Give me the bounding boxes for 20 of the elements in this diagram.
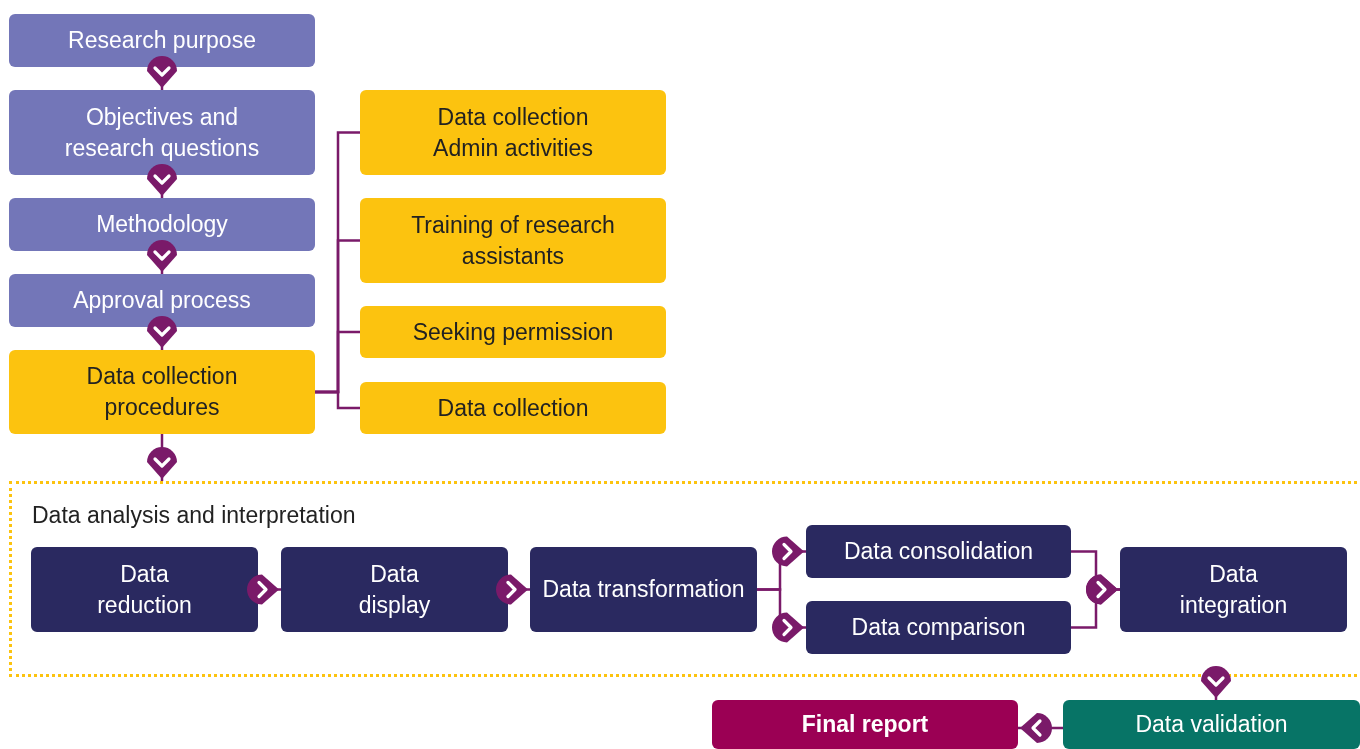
process-box: Data consolidation	[806, 525, 1071, 578]
process-box: Data comparison	[806, 601, 1071, 654]
process-box: Methodology	[9, 198, 315, 251]
process-box: Research purpose	[9, 14, 315, 67]
process-box: Data reduction	[31, 547, 258, 632]
process-box: Data integration	[1120, 547, 1347, 632]
process-box: Approval process	[9, 274, 315, 327]
process-box: Seeking permission	[360, 306, 666, 358]
connector-line	[315, 390, 360, 410]
process-box: Data collection Admin activities	[360, 90, 666, 175]
group-heading: Data analysis and interpretation	[32, 501, 356, 530]
process-box: Data collection procedures	[9, 350, 315, 434]
dotted-frame	[9, 481, 1360, 677]
process-box: Final report	[712, 700, 1018, 749]
process-box: Objectives and research questions	[9, 90, 315, 175]
process-box: Data transformation	[530, 547, 757, 632]
process-box: Data validation	[1063, 700, 1360, 749]
process-box: Data collection	[360, 382, 666, 434]
process-box: Training of research assistants	[360, 198, 666, 283]
process-box: Data display	[281, 547, 508, 632]
